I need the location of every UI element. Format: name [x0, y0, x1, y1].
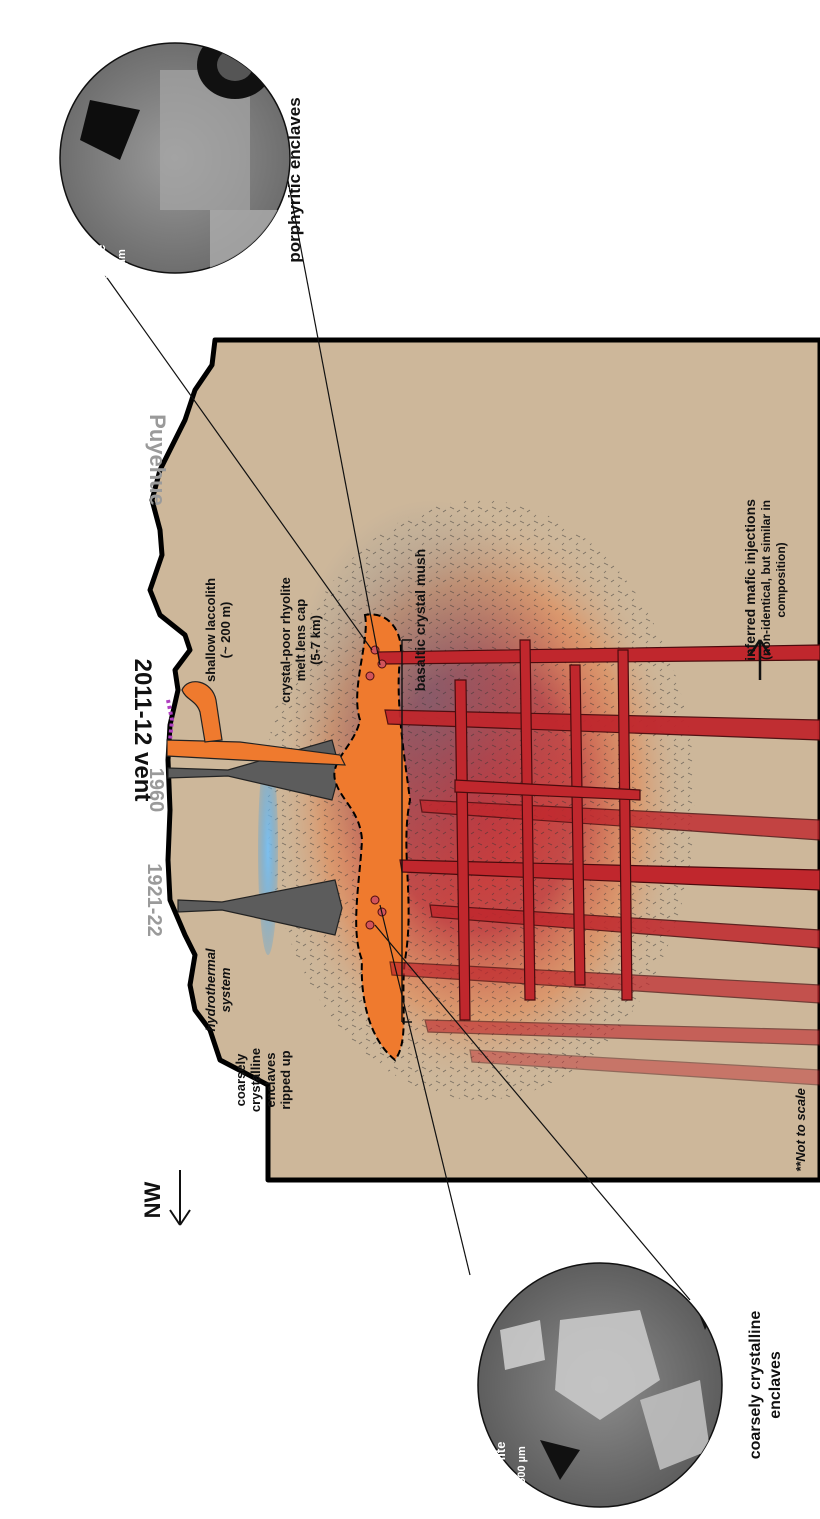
label-coarse-ripped-4: ripped up: [278, 1050, 293, 1109]
inset-top-material: rhyolite: [93, 245, 108, 292]
label-direction: NW: [140, 1181, 165, 1218]
label-laccolith-1: shallow laccolith: [203, 578, 218, 682]
label-coarse-ripped-1: coarsely: [233, 1053, 248, 1107]
inset-top-scale: 500 µm: [116, 249, 128, 287]
label-hydrothermal-1: hydrothermal: [203, 948, 218, 1031]
label-injections-3: composition): [774, 542, 788, 617]
label-puyehue: Puyehue: [145, 414, 170, 506]
nw-arrow: [170, 1170, 190, 1225]
inset-bottom-material: rhyolite: [493, 1442, 508, 1489]
label-vent-1921: 1921-22: [143, 863, 165, 936]
label-coarse-ripped-2: crystalline: [248, 1048, 263, 1112]
label-melt-cap-2: melt lens cap: [293, 599, 308, 681]
label-hydrothermal-2: system: [218, 967, 233, 1012]
inset-bottom-scale: 500 µm: [516, 1446, 528, 1484]
label-coarse-ripped-3: enclaves: [263, 1053, 278, 1108]
label-melt-cap-3: (5-7 km): [308, 615, 323, 665]
label-laccolith-2: (~ 200 m): [218, 602, 233, 659]
inset-top-photomicrograph: [60, 31, 290, 273]
label-vent-1960: 1960: [145, 768, 167, 813]
inset-bottom-photomicrograph: [478, 1263, 722, 1507]
label-basaltic-mush: basaltic crystal mush: [412, 549, 428, 691]
label-porphyritic: porphyritic enclaves: [285, 97, 304, 262]
label-coarse-enclaves-2: enclaves: [767, 1351, 784, 1419]
label-melt-cap-1: crystal-poor rhyolite: [278, 577, 293, 703]
label-injections-2: (non-identical, but similar in: [759, 500, 773, 660]
label-injections-1: inferred mafic injections: [742, 499, 758, 661]
label-coarse-enclaves-1: coarsely crystalline: [747, 1311, 764, 1460]
label-not-to-scale: **Not to scale: [793, 1088, 808, 1172]
